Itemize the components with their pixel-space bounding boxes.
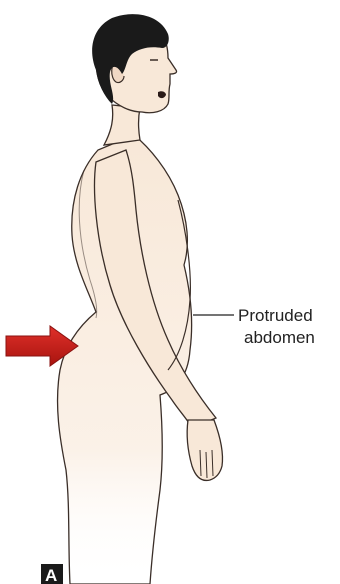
human-body-figure	[58, 14, 223, 584]
hand	[187, 420, 222, 480]
callout-label-line1: Protruded	[238, 306, 313, 325]
panel-letter: A	[45, 566, 57, 584]
callout-label-line2: abdomen	[244, 328, 315, 347]
